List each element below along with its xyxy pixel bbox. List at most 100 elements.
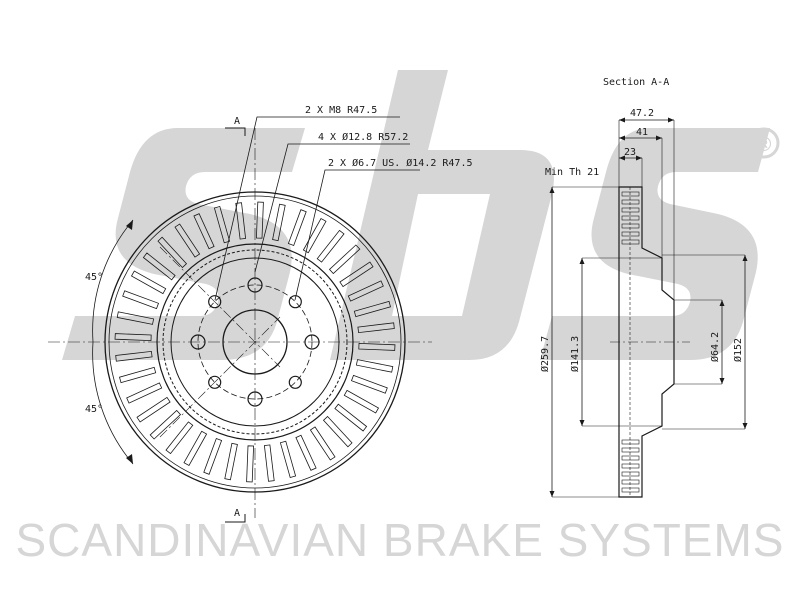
cooling-vent	[142, 252, 176, 281]
dimension-arrow	[619, 117, 625, 123]
vent-rib	[621, 223, 640, 229]
cooling-vent	[213, 206, 231, 244]
cooling-vent	[235, 202, 247, 240]
section-marker-bottom-line	[225, 514, 246, 523]
vent-rib	[621, 191, 640, 197]
cooling-vent	[339, 261, 374, 288]
cooling-vent	[114, 333, 152, 342]
vent-rib	[621, 455, 640, 461]
section-marker-top: A	[234, 116, 240, 127]
disc-front-view	[48, 116, 432, 523]
cooling-vent	[122, 290, 160, 310]
dimension-arrow	[579, 258, 585, 264]
vent-rib	[621, 471, 640, 477]
cooling-vent	[255, 201, 264, 239]
dim-259-7: Ø259.7	[539, 336, 551, 372]
cooling-vent	[119, 366, 157, 384]
cooling-vent	[328, 244, 361, 275]
registered-mark-circle	[748, 127, 780, 159]
cooling-vent	[279, 440, 297, 478]
dimension-arrow	[668, 117, 674, 123]
dim-41: 41	[636, 127, 648, 138]
dimension-arrow	[719, 378, 725, 384]
cooling-vent	[309, 426, 336, 461]
cooling-vents	[114, 201, 396, 483]
dimension-arrow	[742, 255, 748, 261]
cooling-vent	[357, 322, 395, 334]
cooling-vent	[115, 350, 153, 362]
dimension-arrow	[619, 135, 625, 141]
bolt-hole	[208, 295, 222, 309]
dimension-arrows	[549, 117, 748, 497]
section-title: Section A-A	[603, 77, 669, 88]
dimension-arrow	[719, 300, 725, 306]
angle-arc-lower	[92, 341, 134, 465]
cooling-vent	[287, 209, 307, 247]
registered-mark: ®	[757, 134, 772, 156]
angle-label-upper: 45°	[85, 272, 103, 283]
company-name-watermark: SCANDINAVIAN BRAKE SYSTEMS	[16, 514, 785, 566]
section-marker-top-line	[225, 127, 246, 136]
dimension-arrow	[549, 187, 555, 193]
cooling-vent	[246, 445, 255, 483]
section-marker-bottom: A	[234, 508, 240, 519]
vent-rib	[621, 463, 640, 469]
vent-rib	[621, 215, 640, 221]
dim-152: Ø152	[732, 338, 744, 362]
dim-47-2: 47.2	[630, 108, 654, 119]
cooling-vent	[126, 382, 163, 404]
cooling-vent	[116, 311, 155, 325]
angle-arrow-lower	[126, 454, 133, 464]
cooling-vent	[302, 217, 327, 254]
bolt-hole	[288, 295, 302, 309]
callout-text-2: 4 X Ø12.8 R57.2	[318, 131, 408, 143]
min-thickness-label: Min Th 21	[545, 167, 599, 178]
vent-rib	[621, 207, 640, 213]
cooling-vent	[295, 434, 317, 471]
vent-rib	[621, 439, 640, 445]
cooling-vent	[224, 442, 238, 481]
callout-text-1: 2 X M8 R47.5	[305, 105, 377, 116]
vent-rib	[621, 487, 640, 493]
section-vent-ribs	[621, 191, 640, 493]
cooling-vent	[203, 437, 223, 475]
callout-leader-1	[214, 116, 400, 301]
cooling-vent	[358, 342, 396, 351]
cooling-vent	[149, 409, 182, 440]
angle-arrow-upper	[126, 220, 133, 230]
cooling-vent	[193, 213, 215, 250]
cooling-vent	[350, 374, 388, 394]
dimension-arrow	[742, 423, 748, 429]
sbs-watermark-logo: ®	[62, 70, 780, 360]
vent-rib	[621, 199, 640, 205]
vent-rib	[621, 231, 640, 237]
dim-23: 23	[624, 147, 636, 158]
cooling-vent	[272, 203, 286, 242]
cooling-vent	[263, 444, 275, 482]
cooling-vent	[157, 236, 188, 269]
cooling-vent	[183, 430, 208, 467]
vent-rib	[621, 447, 640, 453]
callout-text-3: 2 X Ø6.7 US. Ø14.2 R47.5	[328, 157, 473, 169]
dim-141-3: Ø141.3	[569, 336, 581, 372]
vent-rib	[621, 479, 640, 485]
cooling-vent	[165, 421, 194, 455]
dimension-arrow	[579, 420, 585, 426]
disc-section-view	[551, 119, 746, 498]
dimension-arrow	[619, 155, 625, 161]
callout-leader-2	[254, 143, 410, 273]
cooling-vent	[130, 270, 167, 295]
angle-label-lower: 45°	[85, 404, 103, 415]
cooling-vent	[353, 300, 391, 318]
vent-rib	[621, 239, 640, 245]
angle-arc-upper	[92, 219, 134, 343]
cooling-vent	[334, 403, 368, 432]
dimension-arrow	[636, 155, 642, 161]
cooling-vent	[355, 359, 394, 373]
cooling-vent	[322, 415, 353, 448]
bolt-hole	[288, 375, 302, 389]
cooling-vent	[347, 280, 384, 302]
bolt-hole	[208, 375, 222, 389]
dim-64-2: Ø64.2	[709, 332, 721, 362]
